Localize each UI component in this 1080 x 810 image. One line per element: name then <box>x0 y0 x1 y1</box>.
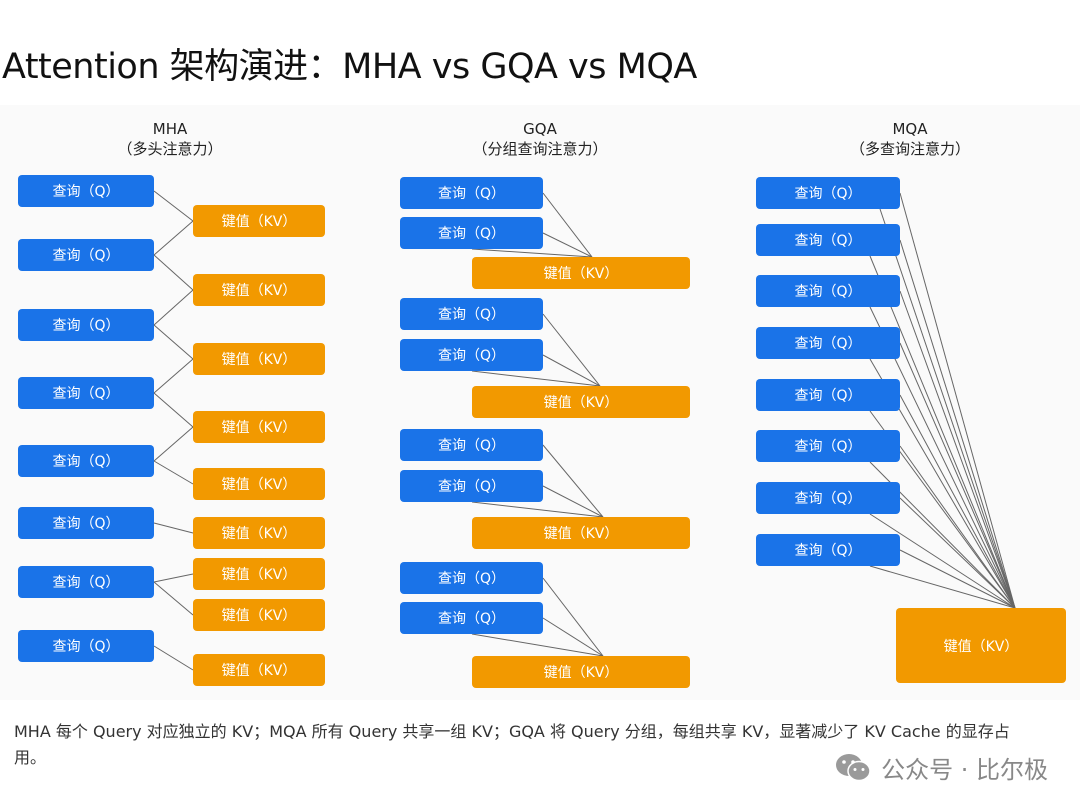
connector-line <box>471 370 601 387</box>
connector-line <box>869 255 1016 609</box>
connector-line <box>542 444 604 518</box>
mqa-query-6: 查询（Q） <box>756 430 900 462</box>
connector-line <box>153 581 194 616</box>
connector-line <box>153 358 194 394</box>
connector-line <box>899 239 1016 609</box>
connector-line <box>899 342 1016 609</box>
connector-line <box>542 354 601 387</box>
mha-kv-8: 键值（KV） <box>193 599 325 631</box>
connector-line <box>153 645 194 671</box>
connector-line <box>899 290 1016 609</box>
connector-line <box>879 208 1016 609</box>
connector-line <box>542 313 601 387</box>
connector-line <box>542 577 604 657</box>
mha-query-3: 查询（Q） <box>18 309 154 341</box>
mqa-query-7: 查询（Q） <box>756 482 900 514</box>
mha-query-6: 查询（Q） <box>18 507 154 539</box>
gqa-query-6: 查询（Q） <box>400 470 543 502</box>
mqa-title: MQA <box>892 120 928 138</box>
mha-kv-3: 键值（KV） <box>193 343 325 375</box>
connector-line <box>899 549 1016 609</box>
connector-line <box>899 192 1016 609</box>
mqa-query-5: 查询（Q） <box>756 379 900 411</box>
mqa-query-4: 查询（Q） <box>756 327 900 359</box>
mha-query-2: 查询（Q） <box>18 239 154 271</box>
gqa-kv-2: 键值（KV） <box>472 386 690 418</box>
mha-query-5: 查询（Q） <box>18 445 154 477</box>
mqa-query-3: 查询（Q） <box>756 275 900 307</box>
connector-line <box>153 289 194 326</box>
page-title: Attention 架构演进：MHA vs GQA vs MQA <box>2 47 697 87</box>
mha-subtitle: （多头注意力） <box>117 140 223 158</box>
mqa-subtitle: （多查询注意力） <box>849 140 970 158</box>
mqa-kv: 键值（KV） <box>896 608 1066 683</box>
gqa-query-8: 查询（Q） <box>400 602 543 634</box>
connector-line <box>153 460 194 485</box>
mqa-query-2: 查询（Q） <box>756 224 900 256</box>
mha-kv-1: 键值（KV） <box>193 205 325 237</box>
connector-line <box>153 220 194 256</box>
attention-diagram: MHA （多头注意力） GQA （分组查询注意力） MQA （多查询注意力） 查… <box>0 105 1080 700</box>
connector-line <box>471 248 593 258</box>
gqa-subtitle: （分组查询注意力） <box>472 140 608 158</box>
connector-line <box>153 522 194 534</box>
mha-kv-5: 键值（KV） <box>193 468 325 500</box>
gqa-query-2: 查询（Q） <box>400 217 543 249</box>
connector-line <box>869 513 1016 609</box>
mha-column-title: MHA （多头注意力） <box>70 119 270 159</box>
watermark: 公众号 · 比尔极 <box>835 750 1048 785</box>
connector-line <box>153 392 194 428</box>
connector-line <box>153 254 194 291</box>
mha-query-7: 查询（Q） <box>18 566 154 598</box>
gqa-title: GQA <box>523 120 557 138</box>
mha-query-1: 查询（Q） <box>18 175 154 207</box>
gqa-kv-1: 键值（KV） <box>472 257 690 289</box>
connector-line <box>542 617 604 657</box>
connector-line <box>471 633 604 657</box>
mha-kv-9: 键值（KV） <box>193 654 325 686</box>
watermark-text: 公众号 · 比尔极 <box>881 756 1048 784</box>
connector-line <box>153 573 194 583</box>
mqa-column-title: MQA （多查询注意力） <box>810 119 1010 159</box>
gqa-query-4: 查询（Q） <box>400 339 543 371</box>
mqa-query-8: 查询（Q） <box>756 534 900 566</box>
gqa-kv-3: 键值（KV） <box>472 517 690 549</box>
mqa-query-1: 查询（Q） <box>756 177 900 209</box>
connector-line <box>542 485 604 518</box>
gqa-column-title: GQA （分组查询注意力） <box>440 119 640 159</box>
connector-line <box>153 426 194 462</box>
gqa-query-7: 查询（Q） <box>400 562 543 594</box>
connector-line <box>542 192 593 258</box>
mha-kv-4: 键值（KV） <box>193 411 325 443</box>
gqa-query-3: 查询（Q） <box>400 298 543 330</box>
mha-kv-7: 键值（KV） <box>193 558 325 590</box>
mha-query-8: 查询（Q） <box>18 630 154 662</box>
mha-query-4: 查询（Q） <box>18 377 154 409</box>
wechat-icon <box>836 753 871 781</box>
connector-line <box>899 394 1016 609</box>
connector-line <box>869 565 1016 609</box>
connector-line <box>153 324 194 360</box>
connector-line <box>899 497 1016 609</box>
connector-line <box>542 232 593 258</box>
connector-line <box>153 190 194 222</box>
mha-kv-2: 键值（KV） <box>193 274 325 306</box>
gqa-query-1: 查询（Q） <box>400 177 543 209</box>
caption: MHA 每个 Query 对应独立的 KV；MQA 所有 Query 共享一组 … <box>14 722 1010 767</box>
mha-title: MHA <box>152 120 188 138</box>
gqa-kv-4: 键值（KV） <box>472 656 690 688</box>
mha-kv-6: 键值（KV） <box>193 517 325 549</box>
connector-line <box>471 501 604 518</box>
connector-line <box>899 445 1016 609</box>
gqa-query-5: 查询（Q） <box>400 429 543 461</box>
